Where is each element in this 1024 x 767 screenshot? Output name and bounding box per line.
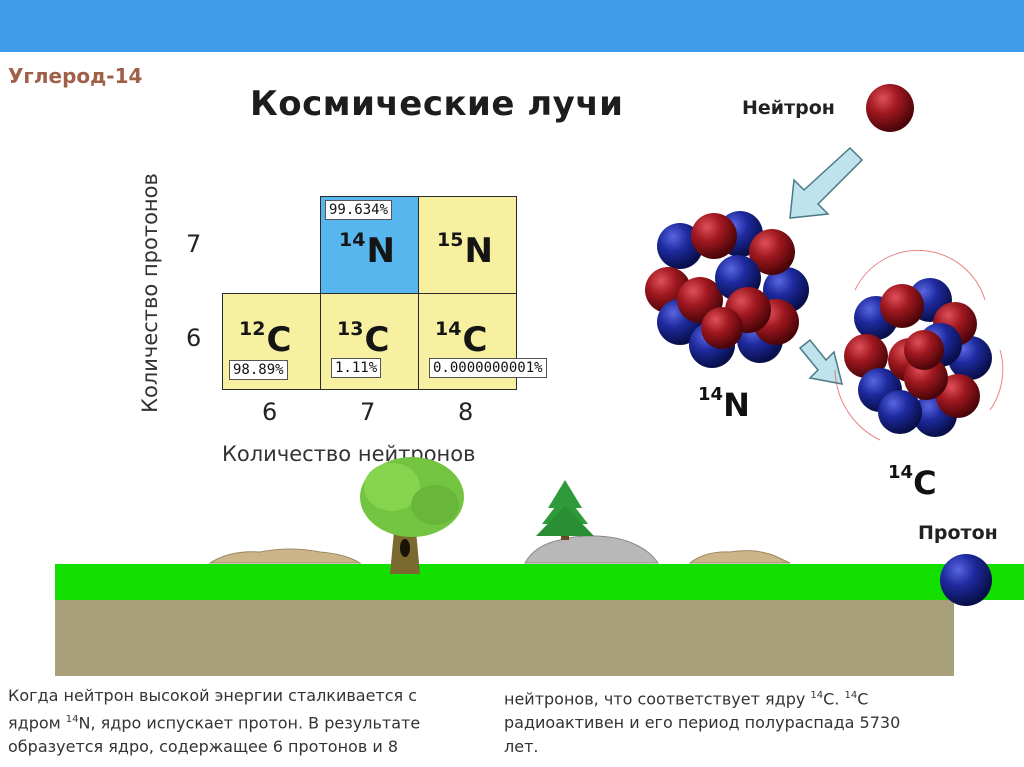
- neutron-label: Нейтрон: [742, 97, 835, 119]
- proton-icon: [940, 554, 992, 606]
- caption-right-line2: радиоактивен и его период полураспада 57…: [504, 711, 954, 735]
- caption-left-line3: образуется ядро, содержащее 6 протонов и…: [8, 735, 478, 759]
- rock: [525, 536, 658, 563]
- nucleus-n14-label: 14N: [698, 386, 750, 424]
- nucleus-n14-icon: [645, 211, 809, 368]
- nucleus-c14-icon: [835, 250, 1003, 440]
- nucleus-c14-mass: 14: [888, 462, 913, 483]
- nucleus-n14-symbol: N: [723, 386, 750, 424]
- nucleus-n14-mass: 14: [698, 384, 723, 405]
- dirt-mound-right: [690, 551, 790, 563]
- caption-left: Когда нейтрон высокой энергии сталкивает…: [8, 684, 478, 759]
- pine-tree-icon: [536, 480, 594, 540]
- caption-right: нейтронов, что соответствует ядру 14C. 1…: [504, 684, 954, 759]
- caption-right-line1: нейтронов, что соответствует ядру 14C. 1…: [504, 684, 954, 711]
- caption-right-line3: лет.: [504, 735, 954, 759]
- grass: [55, 564, 1024, 600]
- nucleus-c14-label: 14C: [888, 464, 937, 502]
- caption-left-line1: Когда нейтрон высокой энергии сталкивает…: [8, 684, 478, 708]
- proton-label: Протон: [918, 522, 998, 544]
- oak-tree-icon: [360, 457, 464, 574]
- caption-left-line2: ядром 14N, ядро испускает протон. В резу…: [8, 708, 478, 735]
- soil: [55, 598, 954, 676]
- neutron-icon: [866, 84, 914, 132]
- dirt-mound-left: [210, 549, 360, 563]
- nucleus-c14-symbol: C: [913, 464, 936, 502]
- arrow-neutron-in: [790, 148, 862, 218]
